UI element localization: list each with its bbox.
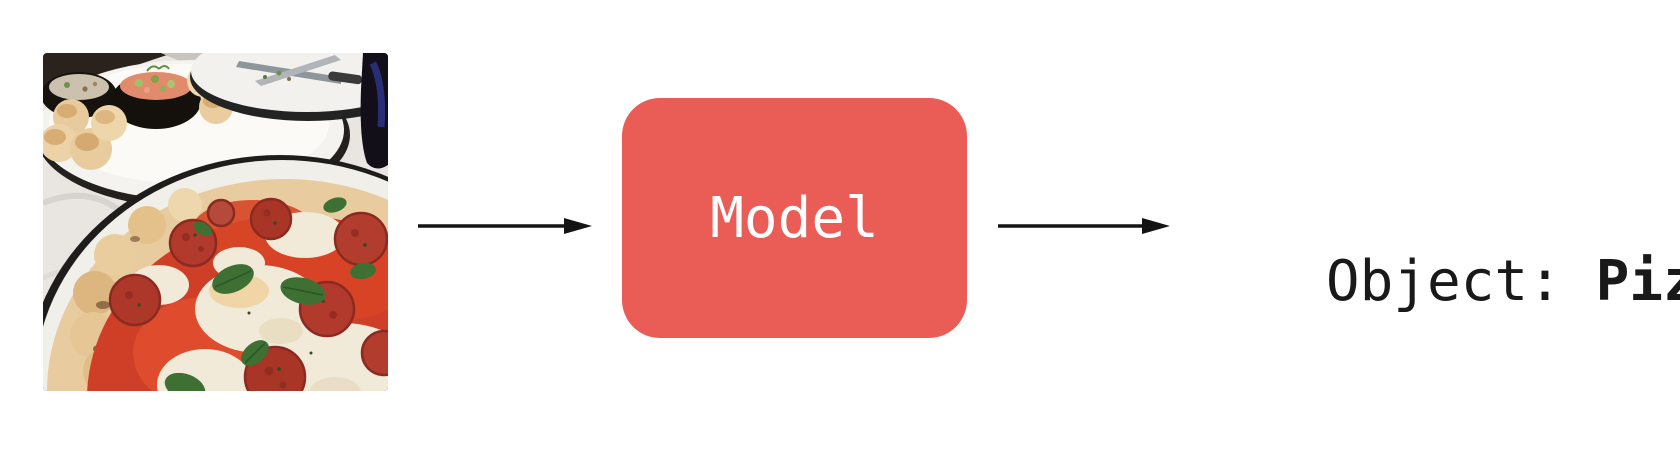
arrow-right-icon [418, 218, 592, 234]
model-box: Model [622, 98, 967, 338]
input-image [43, 53, 388, 391]
pizza-photo-illustration [43, 53, 388, 391]
model-label: Model [710, 185, 879, 251]
output-prefix: Object: [1325, 249, 1596, 314]
arrow-right-icon [998, 218, 1170, 234]
output-value: Pizza [1595, 249, 1680, 314]
output-text: Object: Pizza [1191, 198, 1680, 366]
